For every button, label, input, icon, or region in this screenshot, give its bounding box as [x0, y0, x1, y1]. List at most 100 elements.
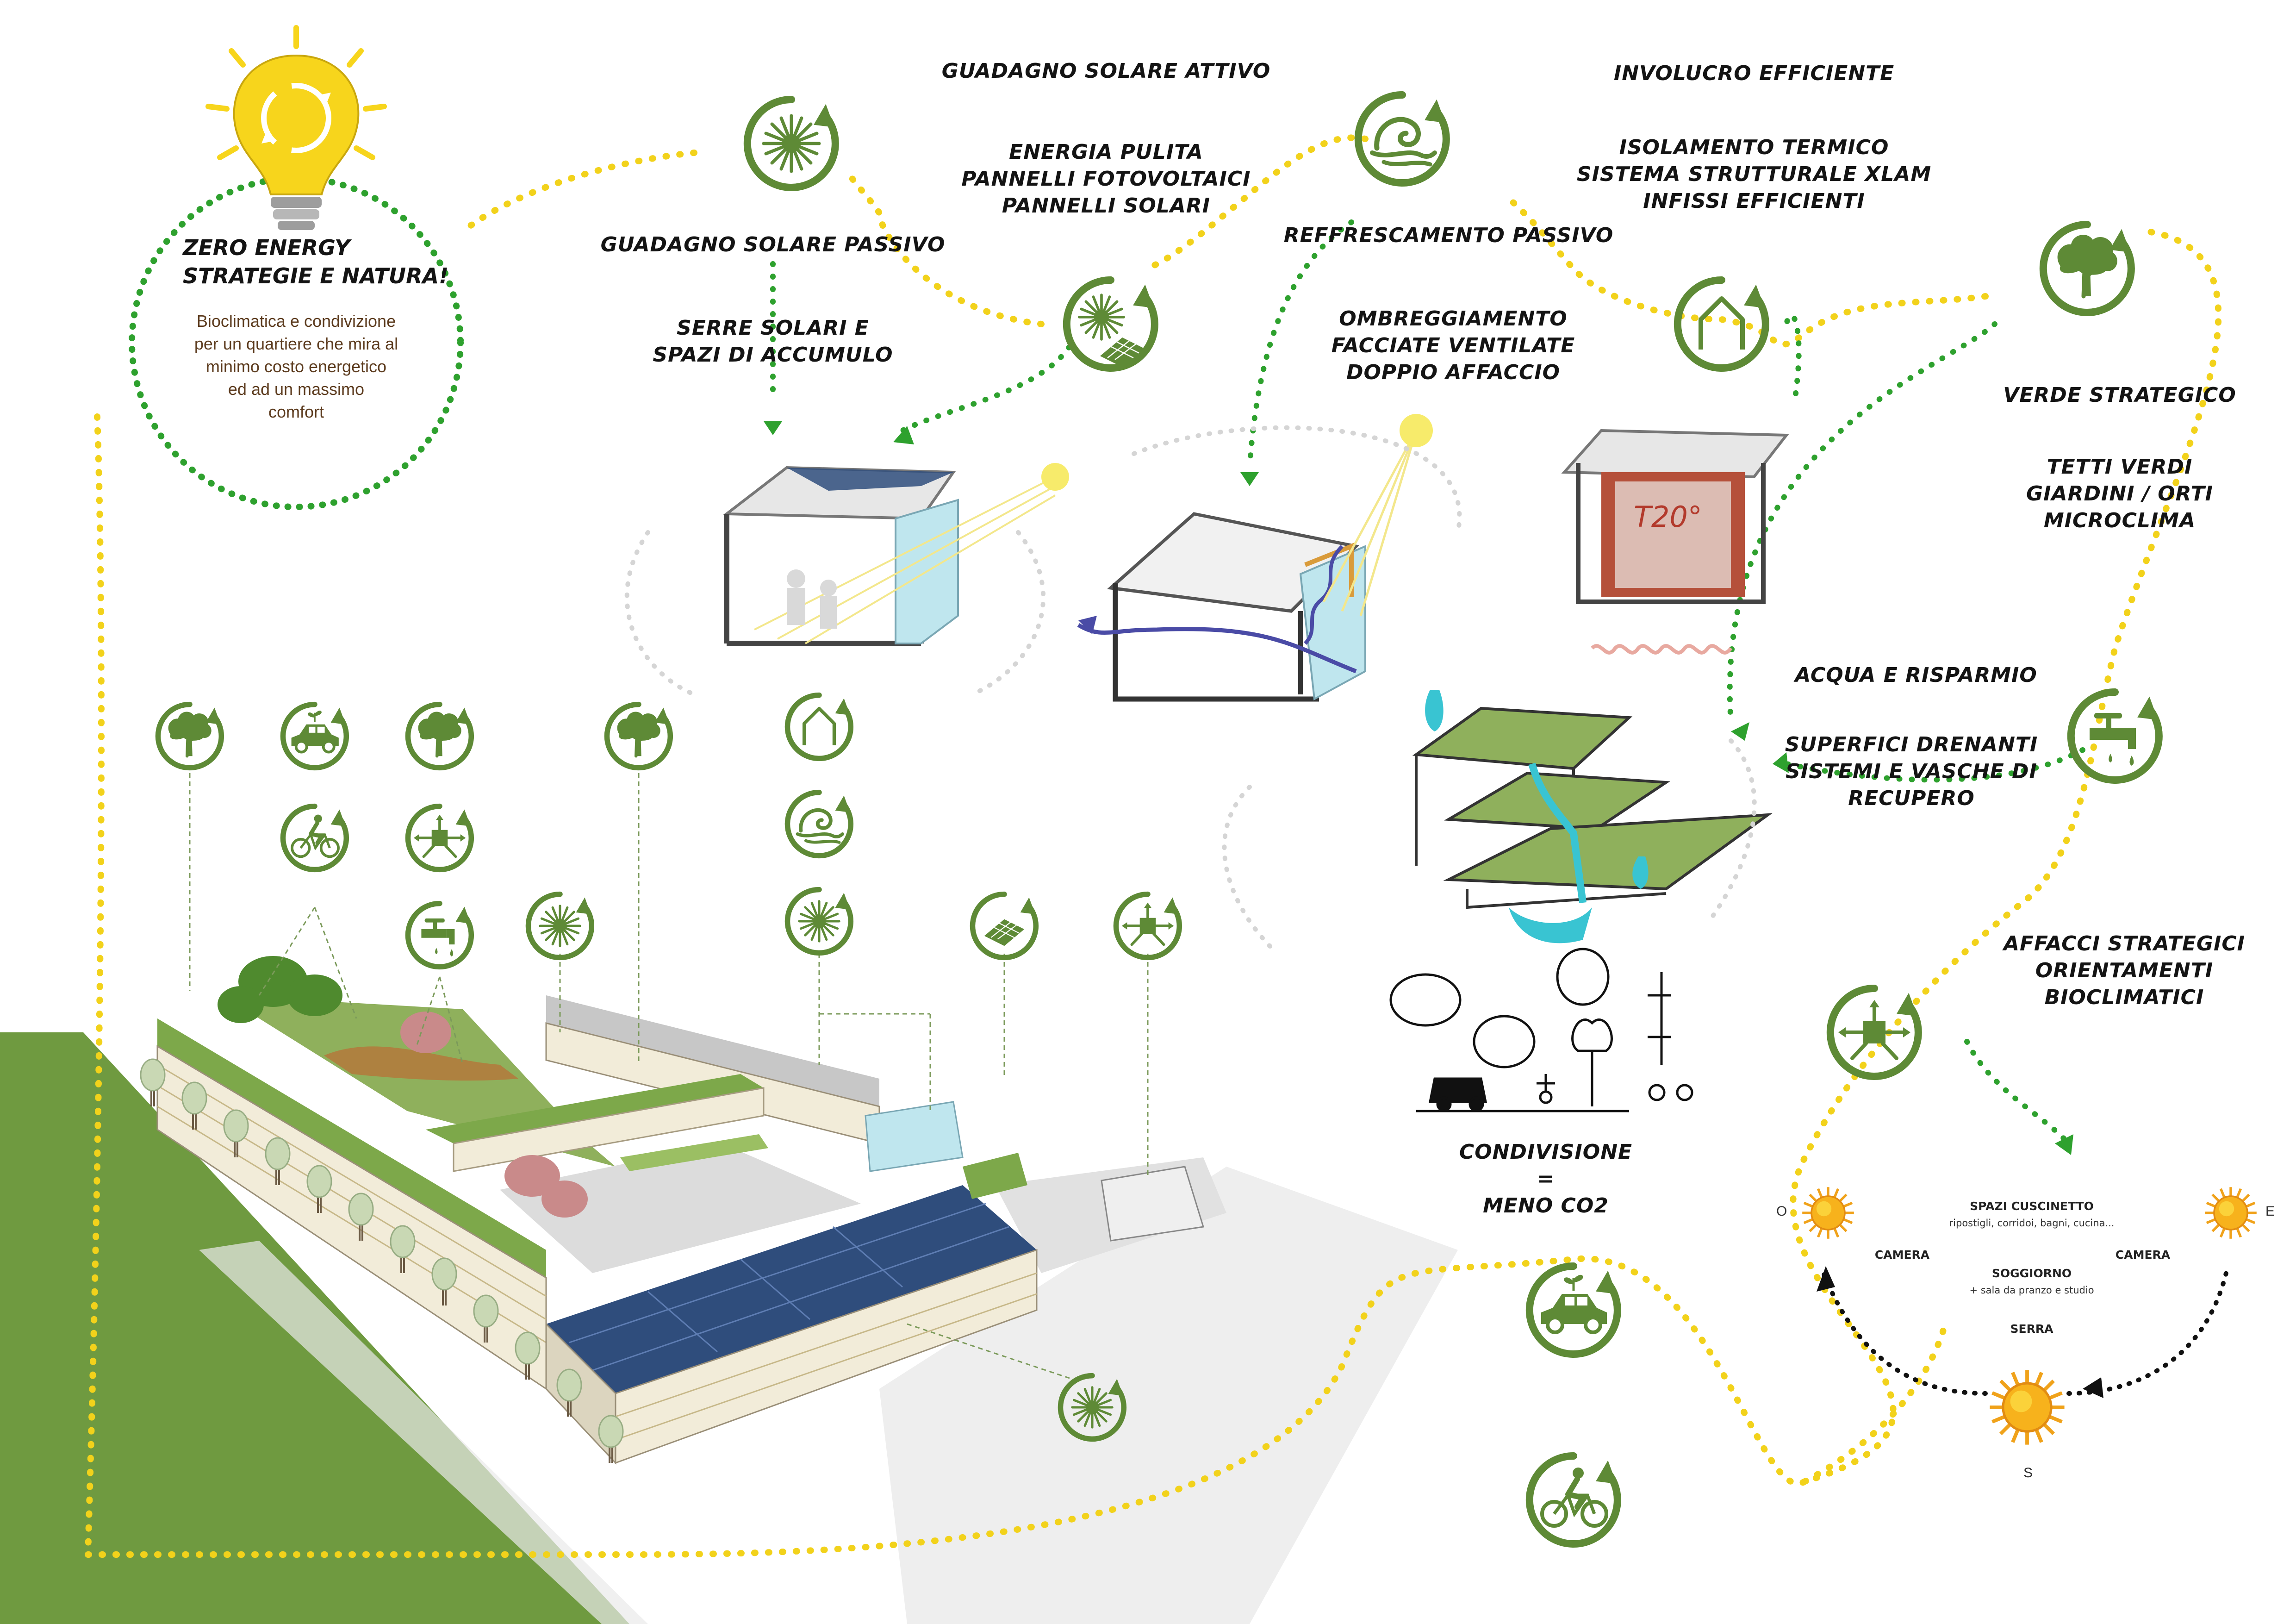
label-guadagno-passivo: GUADAGNO SOLARE PASSIVO	[601, 231, 946, 258]
intro-description: Bioclimatica e condivizione per un quart…	[194, 310, 398, 424]
label-tetti: TETTI VERDI GIARDINI / ORTI MICROCLIMA	[2026, 454, 2213, 534]
icon-involucro	[1678, 280, 1773, 368]
icon-raffrescamento	[1358, 95, 1453, 183]
compass-west: O	[1776, 1204, 1787, 1219]
label-text: ENERGIA PULITA	[1009, 140, 1203, 164]
sketch-ventilated-facade	[1077, 414, 1462, 951]
label-text: RECUPERO	[1848, 787, 1975, 811]
label-text: PANNELLI SOLARI	[1002, 194, 1211, 218]
label-text: MENO CO2	[1483, 1194, 1609, 1218]
site-icon-tree-2	[408, 705, 476, 768]
spazi-cuscinetto: SPAZI CUSCINETTO	[1970, 1199, 2094, 1214]
label-text: BIOCLIMATICI	[2044, 986, 2204, 1010]
intro-desc-line: comfort	[268, 402, 324, 421]
label-isolamento: ISOLAMENTO TERMICO SISTEMA STRUTTURALE X…	[1577, 134, 1931, 215]
serra: SERRA	[2010, 1322, 2053, 1336]
site-icon-orient-2	[1116, 894, 1184, 958]
icon-car	[1530, 1266, 1624, 1354]
sketch-green-terraces	[1412, 690, 1773, 943]
label-text: SISTEMA STRUTTURALE XLAM	[1576, 162, 1932, 187]
west-wing-roof	[157, 1018, 546, 1278]
label-text: GIARDINI / ORTI	[2026, 482, 2213, 506]
label-verde: VERDE STRATEGICO	[2003, 382, 2236, 409]
label-text: GUADAGNO SOLARE ATTIVO	[941, 59, 1271, 83]
site-icon-car	[283, 705, 351, 768]
green-connectors	[770, 219, 2085, 1142]
camera-right: CAMERA	[2115, 1248, 2171, 1262]
light-bulb-icon	[205, 25, 387, 230]
label-text: GUADAGNO SOLARE PASSIVO	[600, 233, 946, 256]
icon-acqua	[2071, 692, 2166, 780]
site-icon-house	[787, 695, 855, 759]
label-text: SISTEMI E VASCHE DI	[1786, 760, 2037, 784]
label-superfici: SUPERFICI DRENANTI SISTEMI E VASCHE DI R…	[1785, 731, 2038, 812]
label-text: PANNELLI FOTOVOLTAICI	[961, 167, 1251, 191]
solar-roof	[546, 1185, 1037, 1393]
intro-desc-line: Bioclimatica e condivizione	[196, 312, 396, 331]
intro-desc-line: minimo costo energetico	[205, 356, 387, 376]
icon-affacci	[1830, 988, 1925, 1076]
label-text: =	[1537, 1167, 1555, 1191]
label-text: ISOLAMENTO TERMICO	[1619, 136, 1889, 159]
label-text: DOPPIO AFFACCIO	[1346, 361, 1561, 385]
icon-guadagno-attivo	[1067, 280, 1162, 368]
orientation-diagram	[1802, 1187, 2257, 1444]
label-text: INVOLUCRO EFFICIENTE	[1613, 62, 1895, 85]
sketch-greenhouse	[624, 463, 1069, 697]
label-text: VERDE STRATEGICO	[2003, 383, 2236, 407]
sketch-sharing	[1389, 948, 1693, 1112]
thermal-label: T20°	[1634, 500, 1702, 534]
site-icon-tree-3	[607, 705, 675, 768]
site-icon-wind	[787, 793, 855, 856]
site-icon-burst-2	[787, 890, 855, 953]
compass-south: S	[2023, 1465, 2033, 1480]
intro-badge	[129, 25, 464, 510]
label-text: SUPERFICI DRENANTI	[1785, 733, 2038, 756]
compass-east: E	[2265, 1204, 2275, 1219]
site-icon-burst-1	[528, 894, 596, 958]
label-condivisione: CONDIVISIONE = MENO CO2	[1459, 1139, 1632, 1219]
yellow-path	[85, 134, 2222, 1558]
label-acqua: ACQUA E RISPARMIO	[1795, 662, 2037, 689]
sketch-insulated-envelope	[1561, 429, 1790, 655]
icon-verde	[2043, 225, 2138, 312]
label-text: MICROCLIMA	[2043, 509, 2196, 533]
label-guadagno-attivo: GUADAGNO SOLARE ATTIVO	[942, 58, 1271, 85]
label-text: TETTI VERDI	[2047, 455, 2193, 479]
site-icon-bike	[283, 806, 351, 870]
site-icon-tree-1	[158, 705, 226, 768]
label-affacci: AFFACCI STRATEGICI ORIENTAMENTI BIOCLIMA…	[2004, 931, 2245, 1011]
icon-guadagno-passivo	[747, 100, 842, 187]
camera-left: CAMERA	[1874, 1248, 1930, 1262]
site-icon-orient-1	[408, 806, 476, 870]
sun-icon-south	[1990, 1370, 2064, 1444]
intro-title: ZERO ENERGY STRATEGIE E NATURA!	[183, 234, 448, 290]
site-icon-panel	[972, 894, 1040, 958]
label-text: REFFRESCAMENTO PASSIVO	[1283, 224, 1614, 247]
label-text: ACQUA E RISPARMIO	[1795, 663, 2037, 687]
spazi-title: SPAZI CUSCINETTO	[1970, 1199, 2094, 1213]
label-text: AFFACCI STRATEGICI	[2003, 932, 2246, 956]
label-ombreggiamento: OMBREGGIAMENTO FACCIATE VENTILATE DOPPIO…	[1332, 306, 1575, 386]
label-involucro: INVOLUCRO EFFICIENTE	[1614, 60, 1894, 87]
label-text: SERRE SOLARI E	[677, 316, 869, 340]
soggiorno: SOGGIORNO	[1991, 1267, 2072, 1280]
label-text: ORIENTAMENTI	[2035, 959, 2214, 983]
soggiorno-sub: + sala da pranzo e studio	[1969, 1285, 2094, 1296]
label-text: OMBREGGIAMENTO	[1339, 307, 1568, 331]
label-serre: SERRE SOLARI E SPAZI DI ACCUMULO	[653, 315, 893, 369]
sun-icon-west	[1802, 1187, 1854, 1239]
label-text: FACCIATE VENTILATE	[1331, 334, 1575, 358]
label-text: SPAZI DI ACCUMULO	[653, 343, 893, 367]
label-energia-pulita: ENERGIA PULITA PANNELLI FOTOVOLTAICI PAN…	[961, 139, 1251, 219]
intro-title-line2: STRATEGIE E NATURA!	[183, 263, 449, 288]
intro-title-line1: ZERO ENERGY	[183, 235, 350, 260]
intro-desc-line: ed ad un massimo	[228, 379, 365, 399]
label-raffrescamento: REFFRESCAMENTO PASSIVO	[1284, 222, 1614, 249]
label-text: CONDIVISIONE	[1459, 1140, 1633, 1164]
leader-lines	[189, 773, 1149, 1380]
label-text: INFISSI EFFICIENTI	[1643, 189, 1865, 213]
intro-desc-line: per un quartiere che mira al	[194, 334, 398, 353]
spazi-sub: ripostigli, corridoi, bagni, cucina...	[1949, 1218, 2115, 1229]
